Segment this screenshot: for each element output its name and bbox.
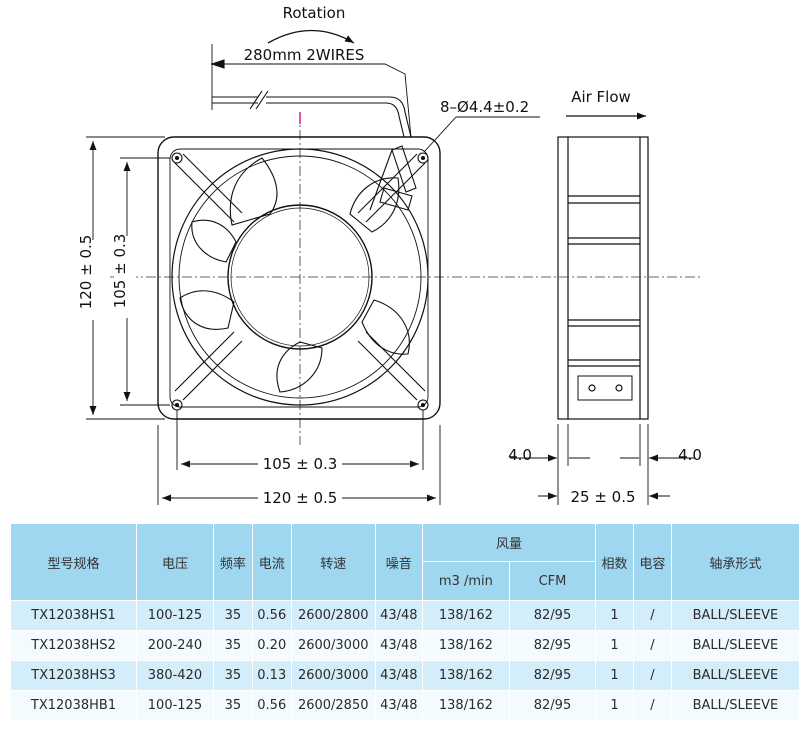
dim-hole-height: 105 ± 0.3	[111, 234, 129, 309]
cell-voltage: 100-125	[136, 600, 214, 631]
cell-noise: 43/48	[374, 630, 423, 661]
cell-model: TX12038HS3	[9, 660, 138, 691]
support-spokes	[174, 153, 426, 401]
header-voltage: 电压	[136, 523, 214, 601]
center-lines	[110, 112, 505, 445]
cell-bearing: BALL/SLEEVE	[670, 660, 800, 691]
cell-speed: 2600/3000	[290, 630, 376, 661]
header-current: 电流	[251, 523, 292, 601]
rotation-label: Rotation	[283, 4, 346, 22]
cell-airflow-m3: 138/162	[421, 690, 510, 721]
header-noise: 噪音	[374, 523, 423, 601]
dim-depth: 25 ± 0.5	[570, 488, 635, 506]
header-airflow-m3: m3 /min	[421, 561, 510, 601]
table-row: TX12038HB1 100-125 35 0.56 2600/2850 43/…	[9, 690, 800, 721]
cell-airflow-m3: 138/162	[421, 660, 510, 691]
fan-technical-drawing: Rotation 280mm 2WIRES 8–Ø4.4±0.2 120 ± 0…	[77, 4, 702, 508]
cell-voltage: 200-240	[136, 630, 214, 661]
hole-callout	[423, 116, 540, 153]
cell-bearing: BALL/SLEEVE	[670, 600, 800, 631]
dim-outer-height: 120 ± 0.5	[77, 235, 95, 310]
cell-bearing: BALL/SLEEVE	[670, 690, 800, 721]
cell-airflow-cfm: 82/95	[508, 660, 597, 691]
cell-noise: 43/48	[374, 660, 423, 691]
cell-model: TX12038HS2	[9, 630, 138, 661]
dim-flange-left: 4.0	[508, 446, 532, 464]
cell-capacitor: /	[632, 630, 672, 661]
cell-capacitor: /	[632, 690, 672, 721]
cell-airflow-cfm: 82/95	[508, 630, 597, 661]
cell-airflow-cfm: 82/95	[508, 600, 597, 631]
side-view	[557, 136, 649, 420]
cell-voltage: 100-125	[136, 690, 214, 721]
cell-voltage: 380-420	[136, 660, 214, 691]
cell-capacitor: /	[632, 660, 672, 691]
header-capacitor: 电容	[632, 523, 672, 601]
dim-flange-right: 4.0	[678, 446, 702, 464]
cell-phase: 1	[595, 660, 634, 691]
cell-speed: 2600/3000	[290, 660, 376, 691]
cell-current: 0.56	[251, 690, 292, 721]
header-frequency: 频率	[212, 523, 253, 601]
cell-frequency: 35	[212, 630, 253, 661]
venturi-inner	[178, 155, 422, 399]
header-airflow-cfm: CFM	[508, 561, 597, 601]
table-row: TX12038HS3 380-420 35 0.13 2600/3000 43/…	[9, 660, 800, 691]
header-speed: 转速	[290, 523, 376, 601]
cell-phase: 1	[595, 600, 634, 631]
wire-length-label: 280mm 2WIRES	[244, 46, 365, 64]
header-airflow: 风量	[421, 523, 597, 562]
cell-phase: 1	[595, 630, 634, 661]
cell-speed: 2600/2800	[290, 600, 376, 631]
header-phase: 相数	[595, 523, 634, 601]
header-bearing: 轴承形式	[670, 523, 800, 601]
cell-phase: 1	[595, 690, 634, 721]
cell-noise: 43/48	[374, 600, 423, 631]
fan-blades	[179, 157, 410, 393]
cell-frequency: 35	[212, 600, 253, 631]
cell-frequency: 35	[212, 690, 253, 721]
spec-table: 型号规格 电压 频率 电流 转速 噪音 风量 相数 电容 轴承形式 m3 /mi…	[9, 523, 800, 721]
cell-current: 0.56	[251, 600, 292, 631]
cell-bearing: BALL/SLEEVE	[670, 630, 800, 661]
dim-outer-width: 120 ± 0.5	[263, 489, 338, 507]
cell-airflow-m3: 138/162	[421, 630, 510, 661]
fan-frame	[157, 136, 441, 420]
table-row: TX12038HS1 100-125 35 0.56 2600/2800 43/…	[9, 600, 800, 631]
wire-leads	[210, 44, 412, 138]
wire-exit	[369, 145, 417, 211]
cell-capacitor: /	[632, 600, 672, 631]
cell-noise: 43/48	[374, 690, 423, 721]
airflow-label: Air Flow	[571, 88, 631, 106]
cell-model: TX12038HB1	[9, 690, 138, 721]
table-row: TX12038HS2 200-240 35 0.20 2600/3000 43/…	[9, 630, 800, 661]
header-model: 型号规格	[9, 523, 138, 601]
cell-speed: 2600/2850	[290, 690, 376, 721]
rotation-arrow	[267, 29, 355, 44]
hole-spec-label: 8–Ø4.4±0.2	[440, 98, 529, 116]
side-dimensions	[510, 424, 695, 505]
cell-airflow-cfm: 82/95	[508, 690, 597, 721]
cell-current: 0.20	[251, 630, 292, 661]
cell-current: 0.13	[251, 660, 292, 691]
cell-airflow-m3: 138/162	[421, 600, 510, 631]
front-view	[110, 112, 505, 445]
venturi-outer	[171, 148, 429, 406]
dim-hole-width: 105 ± 0.3	[263, 455, 338, 473]
cell-model: TX12038HS1	[9, 600, 138, 631]
cell-frequency: 35	[212, 660, 253, 691]
fan-hub	[227, 204, 373, 350]
